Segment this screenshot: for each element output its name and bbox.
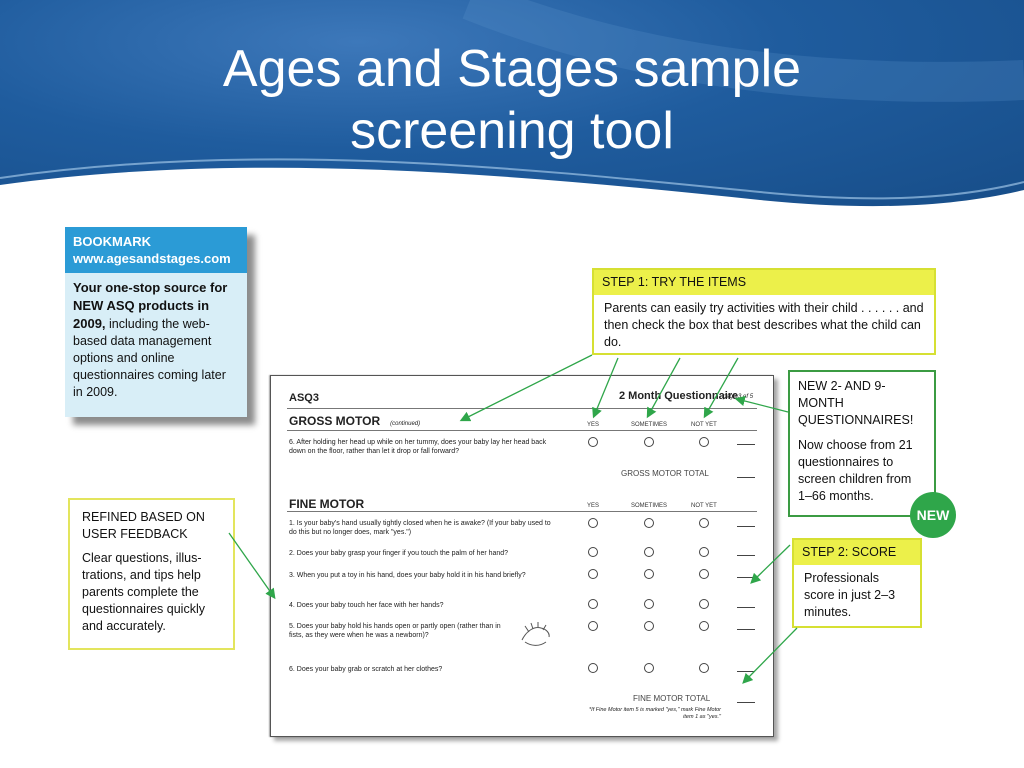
fm1-score-blank[interactable] bbox=[737, 526, 755, 527]
step2-body: Professionals score in just 2–3 minutes. bbox=[804, 571, 896, 619]
hand-illustration-icon bbox=[521, 622, 550, 646]
fm3-score-blank[interactable] bbox=[737, 577, 755, 578]
col-not-yet: NOT YET bbox=[691, 422, 717, 428]
questionnaire-sheet: ASQ3 2 Month Questionnaire page 3 of 5 G… bbox=[270, 375, 774, 737]
col-sometimes: SOMETIMES bbox=[631, 422, 668, 428]
fm5-score-blank[interactable] bbox=[737, 629, 755, 630]
questionnaire-title: 2 Month Questionnaire bbox=[619, 390, 739, 402]
gm6-score-blank[interactable] bbox=[737, 444, 755, 445]
fine-motor-item-6: 6. Does your baby grab or scratch at her… bbox=[289, 666, 443, 673]
step2-callout: STEP 2: SCORE Professionals score in jus… bbox=[792, 538, 922, 628]
new-questionnaires-callout: NEW 2- AND 9-MONTH QUESTIONNAIRES! Now c… bbox=[788, 370, 936, 517]
bookmark-heading: BOOKMARK bbox=[73, 234, 151, 249]
gross-motor-heading: GROSS MOTOR (continued) bbox=[289, 414, 420, 428]
fine-motor-total-blank[interactable] bbox=[737, 702, 755, 703]
step1-body: Parents can easily try activities with t… bbox=[604, 301, 924, 349]
fine-motor-rule bbox=[287, 511, 757, 512]
header-rule bbox=[287, 408, 757, 409]
gross-motor-continued: (continued) bbox=[390, 421, 421, 427]
arrow-refined-to-questions bbox=[228, 532, 276, 600]
fm-col-yes: YES bbox=[587, 503, 600, 509]
fine-motor-heading: FINE MOTOR bbox=[289, 497, 365, 511]
questionnaire-page-number: page 3 of 5 bbox=[723, 394, 754, 400]
fm4-score-blank[interactable] bbox=[737, 607, 755, 608]
step1-callout: STEP 1: TRY THE ITEMS Parents can easily… bbox=[592, 268, 936, 355]
fine-motor-total-label: FINE MOTOR TOTAL bbox=[633, 694, 711, 703]
fine-motor-item-5: 5. Does your baby hold his hands open or… bbox=[289, 623, 501, 639]
fm5-yes-radio[interactable] bbox=[588, 621, 598, 631]
fm3-yes-radio[interactable] bbox=[588, 569, 598, 579]
fm6-sometimes-radio[interactable] bbox=[644, 663, 654, 673]
bookmark-callout: BOOKMARK www.agesandstages.com Your one-… bbox=[65, 227, 247, 417]
fm5-not-yet-radio[interactable] bbox=[699, 621, 709, 631]
gross-motor-title: GROSS MOTOR bbox=[289, 414, 381, 428]
refined-callout: REFINED BASED ON USER FEEDBACK Clear que… bbox=[68, 498, 235, 650]
asq3-logo: ASQ3 bbox=[289, 392, 319, 404]
header-swoosh-decoration bbox=[0, 0, 1024, 210]
fm2-yes-radio[interactable] bbox=[588, 547, 598, 557]
bookmark-header: BOOKMARK www.agesandstages.com bbox=[65, 227, 247, 273]
slide-title-line2: screening tool bbox=[350, 102, 674, 160]
slide-header: Ages and Stages sample screening tool bbox=[0, 0, 1024, 210]
slide-title-line1: Ages and Stages sample bbox=[222, 40, 802, 98]
new-questionnaires-heading: NEW 2- AND 9-MONTH QUESTIONNAIRES! bbox=[798, 379, 914, 427]
fm4-not-yet-radio[interactable] bbox=[699, 599, 709, 609]
fine-motor-item-2: 2. Does your baby grasp your finger if y… bbox=[289, 550, 509, 557]
fine-motor-item-1: 1. Is your baby's hand usually tightly c… bbox=[289, 520, 551, 536]
bookmark-text: including the web-based data management … bbox=[73, 317, 226, 399]
fm2-not-yet-radio[interactable] bbox=[699, 547, 709, 557]
col-yes: YES bbox=[587, 422, 600, 428]
fm-col-not-yet: NOT YET bbox=[691, 503, 717, 509]
fm3-not-yet-radio[interactable] bbox=[699, 569, 709, 579]
new-questionnaires-body: Now choose from 21 questionnaires to scr… bbox=[798, 438, 913, 503]
gross-motor-total-blank[interactable] bbox=[737, 477, 755, 478]
fm-col-sometimes: SOMETIMES bbox=[631, 503, 668, 509]
fm5-sometimes-radio[interactable] bbox=[644, 621, 654, 631]
new-badge: NEW bbox=[910, 492, 956, 538]
fm6-yes-radio[interactable] bbox=[588, 663, 598, 673]
fine-motor-footnote: *If Fine Motor item 5 is marked "yes," m… bbox=[589, 707, 721, 720]
fm4-yes-radio[interactable] bbox=[588, 599, 598, 609]
section-rule bbox=[287, 430, 757, 431]
gm6-sometimes-radio[interactable] bbox=[644, 437, 654, 447]
fm1-yes-radio[interactable] bbox=[588, 518, 598, 528]
fine-motor-item-3: 3. When you put a toy in his hand, does … bbox=[289, 572, 526, 579]
fm1-sometimes-radio[interactable] bbox=[644, 518, 654, 528]
fm4-sometimes-radio[interactable] bbox=[644, 599, 654, 609]
fm2-score-blank[interactable] bbox=[737, 555, 755, 556]
fine-motor-item-4: 4. Does your baby touch her face with he… bbox=[289, 602, 444, 609]
fm6-score-blank[interactable] bbox=[737, 671, 755, 672]
fm3-sometimes-radio[interactable] bbox=[644, 569, 654, 579]
bookmark-url[interactable]: www.agesandstages.com bbox=[73, 251, 231, 266]
gross-motor-item-6: 6. After holding her head up while on he… bbox=[289, 439, 547, 455]
bookmark-body: Your one-stop source for NEW ASQ product… bbox=[65, 273, 247, 407]
refined-heading: REFINED BASED ON USER FEEDBACK bbox=[82, 510, 205, 541]
fm1-not-yet-radio[interactable] bbox=[699, 518, 709, 528]
slide-title: Ages and Stages sample screening tool bbox=[0, 38, 1024, 162]
gm6-yes-radio[interactable] bbox=[588, 437, 598, 447]
gm6-not-yet-radio[interactable] bbox=[699, 437, 709, 447]
step2-heading: STEP 2: SCORE bbox=[794, 540, 920, 565]
bookmark-bold-text: Your one-stop source for NEW ASQ product… bbox=[73, 280, 228, 331]
refined-body: Clear questions, illus-trations, and tip… bbox=[82, 551, 205, 633]
step1-heading: STEP 1: TRY THE ITEMS bbox=[594, 270, 934, 295]
fm2-sometimes-radio[interactable] bbox=[644, 547, 654, 557]
gross-motor-total-label: GROSS MOTOR TOTAL bbox=[621, 469, 709, 478]
fm6-not-yet-radio[interactable] bbox=[699, 663, 709, 673]
